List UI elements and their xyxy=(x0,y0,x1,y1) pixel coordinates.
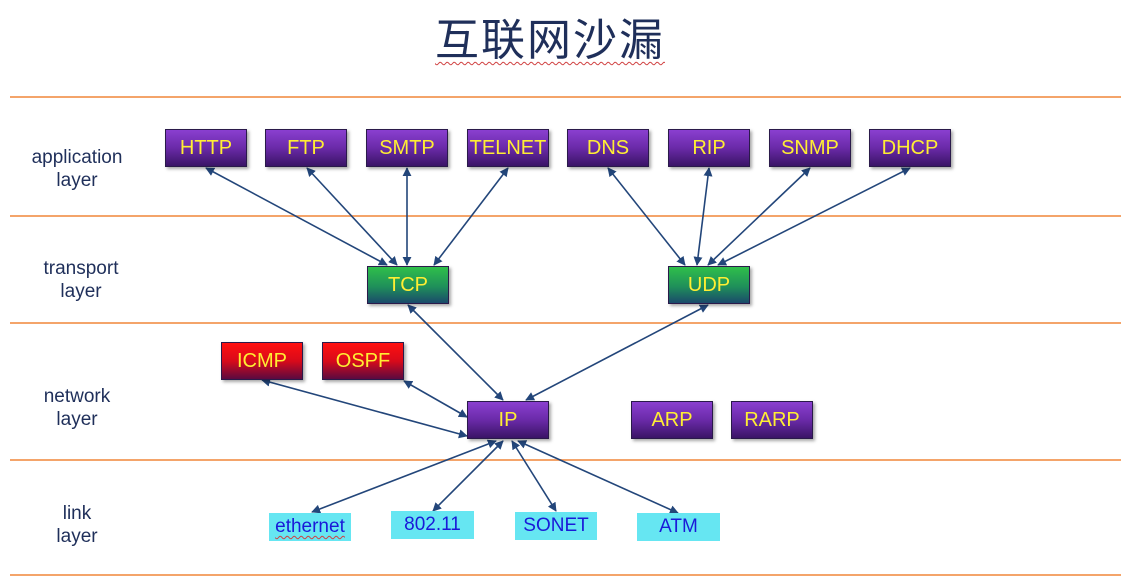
layer-label-link: link layer xyxy=(12,502,142,548)
layer-label-transport: transport layer xyxy=(16,257,146,303)
arrow-snmp-udp xyxy=(707,167,811,266)
protocol-telnet: TELNET xyxy=(467,129,549,167)
arrow-ip-sonet xyxy=(511,440,557,512)
protocol-dhcp: DHCP xyxy=(869,129,951,167)
protocol-ftp: FTP xyxy=(265,129,347,167)
arrow-ospf-ip xyxy=(403,380,468,418)
protocol-smtp: SMTP xyxy=(366,129,448,167)
protocol-icmp: ICMP xyxy=(221,342,303,380)
arrow-dns-udp xyxy=(607,167,686,266)
arrow-rip-udp xyxy=(693,167,713,266)
protocol-tcp: TCP xyxy=(367,266,449,304)
layer-label-line: layer xyxy=(56,170,98,191)
arrow-tcp-ip xyxy=(407,304,504,401)
arrow-ip-atm xyxy=(517,440,679,514)
layer-label-line: network xyxy=(43,386,111,407)
protocol-atm: ATM xyxy=(637,513,720,541)
diagram-title-text: 互联网沙漏 xyxy=(435,15,665,66)
protocol-rarp: RARP xyxy=(731,401,813,439)
protocol-dns: DNS xyxy=(567,129,649,167)
arrow-ftp-tcp xyxy=(306,167,398,266)
layer-label-line: link xyxy=(62,503,92,524)
layer-label-line: layer xyxy=(56,526,98,547)
protocol-arp: ARP xyxy=(631,401,713,439)
layer-label-line: application xyxy=(31,147,123,168)
layer-label-line: layer xyxy=(56,409,98,430)
arrow-icmp-ip xyxy=(261,377,468,439)
protocol-sonet: SONET xyxy=(515,512,597,540)
layer-divider xyxy=(10,96,1121,98)
layer-label-network: network layer xyxy=(12,385,142,431)
protocol-udp: UDP xyxy=(668,266,750,304)
protocol-snmp: SNMP xyxy=(769,129,851,167)
arrow-ip-80211 xyxy=(432,440,504,512)
layer-divider xyxy=(10,574,1121,576)
protocol-rip: RIP xyxy=(668,129,750,167)
protocol-ospf: OSPF xyxy=(322,342,404,380)
arrow-dhcp-udp xyxy=(717,167,911,266)
protocol-ethernet-label: ethernet xyxy=(275,516,345,537)
layer-divider xyxy=(10,215,1121,217)
protocol-80211: 802.11 xyxy=(391,511,474,539)
protocol-http: HTTP xyxy=(165,129,247,167)
arrow-telnet-tcp xyxy=(433,167,509,266)
arrow-http-tcp xyxy=(205,167,388,266)
layer-label-line: transport xyxy=(43,258,119,279)
protocol-ethernet: ethernet xyxy=(269,513,351,541)
layer-label-line: layer xyxy=(60,281,102,302)
arrow-udp-ip xyxy=(525,304,709,401)
diagram-title: 互联网沙漏 xyxy=(0,4,1100,68)
protocol-ip: IP xyxy=(467,401,549,439)
layer-label-application: application layer xyxy=(12,146,142,192)
